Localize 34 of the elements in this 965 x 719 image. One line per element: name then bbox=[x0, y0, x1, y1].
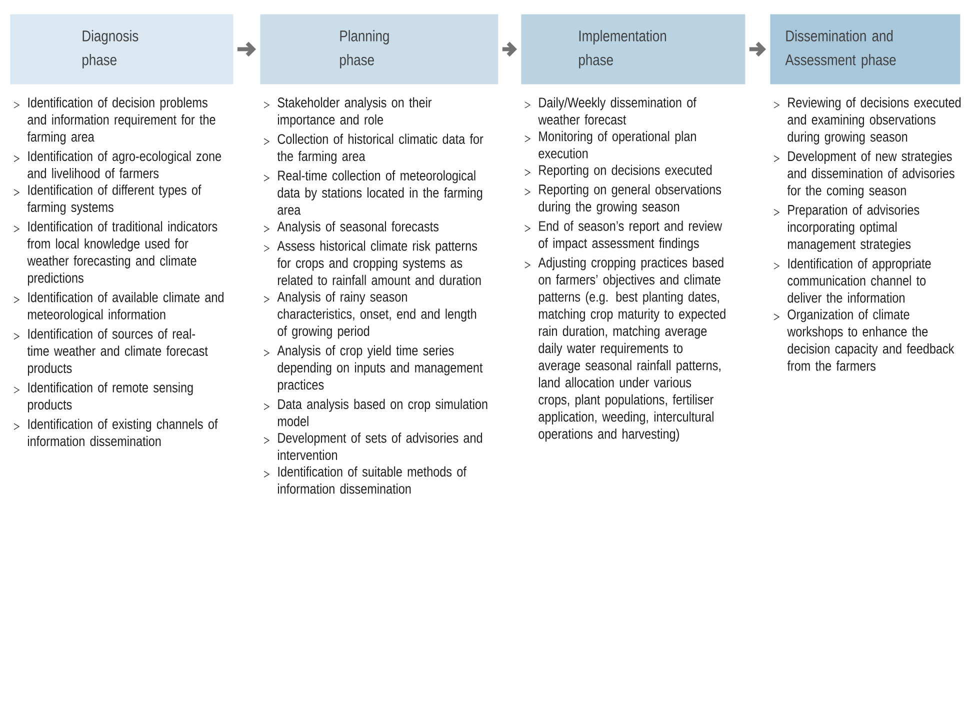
bullet-text: Monitoring of operational plan execution bbox=[538, 130, 696, 158]
bullet-text: Collection of historical climatic data for the farming area bbox=[277, 134, 484, 164]
bullet-text: Identification of sources of real-time weather and climate forecast products bbox=[27, 328, 208, 376]
phase-header: Planning phase bbox=[260, 14, 498, 84]
phase-header: Dissemination and Assessment phase bbox=[770, 14, 960, 84]
bullet-text: Reviewing of decisions executed and examining observations during growing season bbox=[788, 97, 961, 144]
bullet-text: Daily/Weekly dissemination of weather forecast bbox=[538, 97, 696, 125]
phase-header: Implementation phase bbox=[521, 14, 746, 84]
bullet-text: Identification of suitable methods of information dissemination bbox=[278, 466, 466, 494]
bullet-text: Identification of appropriate communication channel to deliver the information bbox=[788, 258, 931, 303]
bullet-text: Reporting on decisions executed bbox=[539, 164, 712, 178]
bullet-text: Preparation of advisories incorporating optimal management strategies bbox=[788, 204, 920, 252]
bullet-text: Data analysis based on crop simulation model bbox=[278, 398, 488, 426]
bullet-text: Reporting on general observations during the growing season bbox=[538, 184, 722, 214]
bullet-text: End of season’s report and review of impact assessment findings bbox=[538, 220, 722, 251]
bullet-text: Identification of different types of farming systems bbox=[27, 184, 202, 215]
bullet-text: Adjusting cropping practices based on farmers’ objectives and climate patterns (e.g. best planting dates, matching crop maturity to expected rain duration, matching average daily water requirements to average seasonal rainfall patterns, land allocation under various crops, plant populations, fertiliser application, weeding, intercultural operations and harvesting) bbox=[538, 257, 726, 442]
bullet-text: Identification of remote sensing products bbox=[28, 382, 193, 412]
arrow bbox=[237, 42, 256, 57]
bullet-text: Identification of decision problems and information requirement for the farming area bbox=[27, 97, 216, 144]
bullet-text: Development of new strategies and dissemination of advisories for the coming season bbox=[787, 150, 954, 198]
bullet-text: Identification of traditional indicators from local knowledge used for weather forecasting and climate predictions bbox=[27, 221, 218, 286]
bullet-text: Identification of agro-ecological zone and livelihood of farmers bbox=[28, 150, 222, 178]
bullet-text: Organization of climate workshops to enhance the decision capacity and feedback from the farmers bbox=[787, 309, 954, 371]
bullet-text: Stakeholder analysis on their importance and role bbox=[278, 97, 432, 128]
bullet-text: Real-time collection of meteorological data by stations located in the farming area bbox=[278, 170, 482, 215]
bullet-text: Identification of existing channels of information dissemination bbox=[28, 418, 218, 446]
bullet-text: Development of sets of advisories and intervention bbox=[278, 432, 482, 460]
phase-header: Diagnosis phase bbox=[10, 14, 234, 84]
bullet-text: Analysis of seasonal forecasts bbox=[277, 221, 439, 234]
bullet-text: Analysis of crop yield time series depending on inputs and management practices bbox=[277, 345, 483, 392]
bullet-text: Analysis of rainy season characteristics, onset, end and length of growing period bbox=[277, 292, 476, 339]
bullet-text: Assess historical climate risk patterns for crops and cropping systems as related to rainfall amount and duration bbox=[277, 240, 481, 286]
bullet-text: Identification of available climate and meteorological information bbox=[28, 292, 224, 322]
